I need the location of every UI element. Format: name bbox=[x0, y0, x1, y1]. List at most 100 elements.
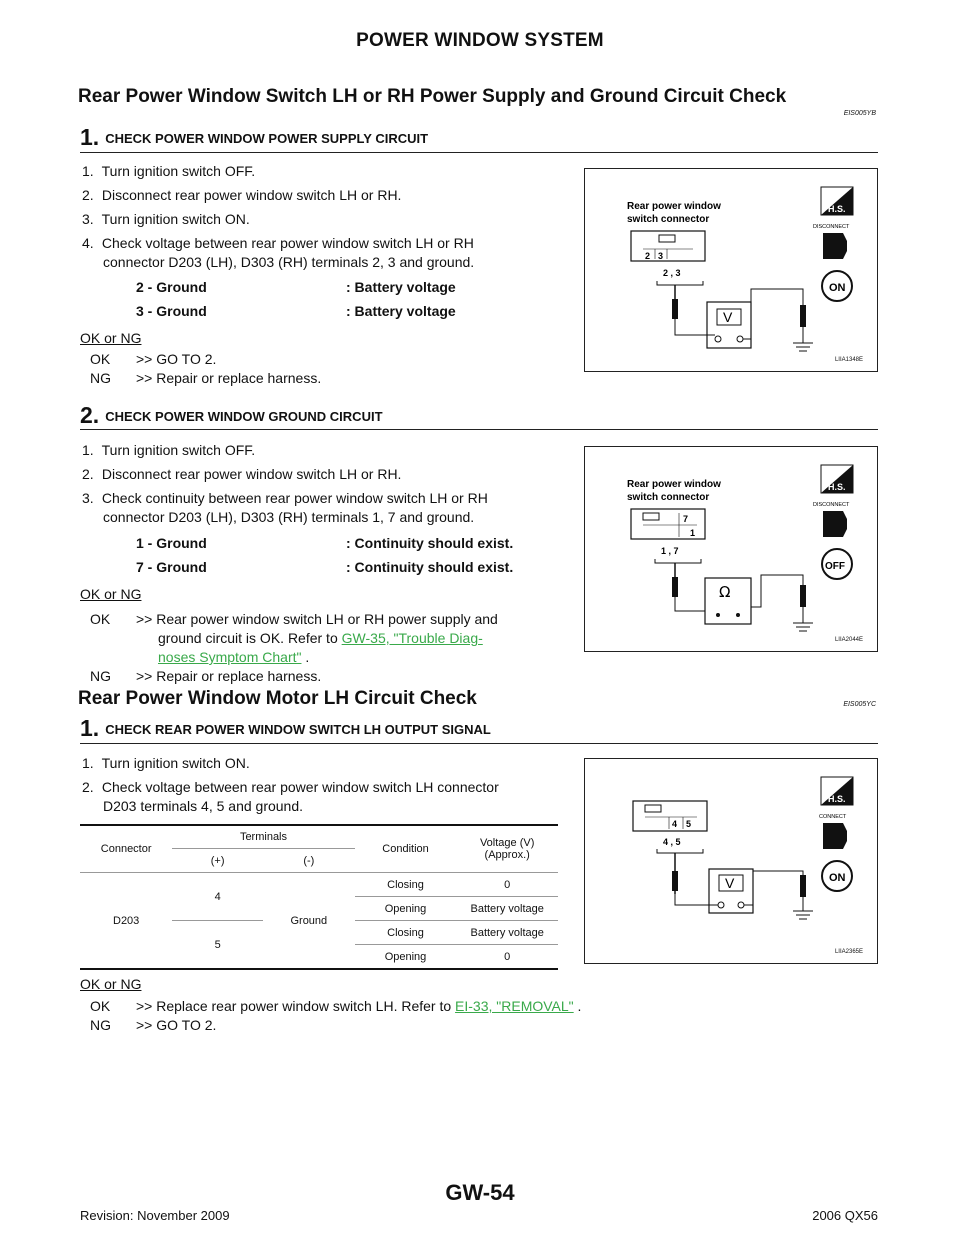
wiring-diagram: Rear power window switch connector 7 1 1… bbox=[627, 464, 854, 632]
divider bbox=[80, 429, 878, 430]
table-cell: D203 bbox=[113, 914, 140, 927]
svg-text:H.S.: H.S. bbox=[828, 482, 846, 492]
figure-code: LIIA2365E bbox=[834, 949, 863, 955]
trouble-diagnoses-link[interactable]: GW-35, "Trouble Diag- bbox=[341, 630, 483, 646]
spec-right: : Continuity should exist. bbox=[346, 535, 514, 551]
wiring-diagram: Rear power window switch connector 2 3 2… bbox=[627, 186, 854, 352]
list-item: 1. Turn ignition switch OFF. bbox=[82, 163, 256, 179]
svg-text:5: 5 bbox=[686, 819, 691, 829]
trouble-diagnoses-link-cont[interactable]: noses Symptom Chart" bbox=[158, 649, 302, 665]
step-number: 2. bbox=[80, 402, 100, 428]
table-cell: Opening bbox=[354, 896, 457, 921]
section-title: Rear Power Window Motor LH Circuit Check bbox=[78, 688, 477, 709]
spec-right: : Battery voltage bbox=[346, 303, 456, 319]
step-heading: 2. CHECK POWER WINDOW GROUND CIRCUIT bbox=[80, 402, 383, 429]
spec-left: 7 - Ground bbox=[136, 559, 207, 575]
section-title: Rear Power Window Switch LH or RH Power … bbox=[78, 86, 787, 107]
table-row: D203 4 Ground Closing 0 bbox=[80, 872, 558, 927]
section-code: EIS005YB bbox=[843, 110, 876, 117]
svg-text:CONNECT: CONNECT bbox=[819, 814, 847, 820]
wiring-diagram: 4 5 4 , 5 V H.S. CONNECT ON bbox=[632, 776, 854, 920]
step-heading: 1. CHECK REAR POWER WINDOW SWITCH LH OUTP… bbox=[80, 715, 491, 742]
spec-left: 2 - Ground bbox=[136, 279, 207, 295]
divider bbox=[80, 152, 878, 153]
list-item: 1. Turn ignition switch ON. bbox=[82, 755, 250, 771]
table-row: Opening Battery voltage bbox=[80, 896, 558, 921]
table-cell: 0 bbox=[456, 872, 558, 897]
table-cell: Opening bbox=[384, 950, 427, 963]
ok-ng-results: OK>> Rear power window switch LH or RH p… bbox=[90, 611, 498, 684]
step-number: 1. bbox=[80, 715, 100, 741]
ok-ng-results: OK>> GO TO 2. NG>> Repair or replace har… bbox=[90, 351, 322, 386]
step-title: CHECK POWER WINDOW GROUND CIRCUIT bbox=[105, 409, 383, 424]
removal-link[interactable]: EI-33, "REMOVAL" bbox=[455, 998, 574, 1014]
voltage-spec-table: Connector Terminals Condition Voltage (V… bbox=[80, 824, 558, 970]
figure-code: LIIA2044E bbox=[834, 637, 863, 643]
page-number: GW-54 bbox=[445, 1180, 515, 1205]
svg-text:Rear power window: Rear power window bbox=[627, 201, 721, 212]
svg-text:ON: ON bbox=[829, 872, 846, 884]
svg-text:2: 2 bbox=[645, 251, 650, 261]
ok-ng-label: OK or NG bbox=[80, 330, 142, 346]
table-header: Terminals bbox=[172, 825, 355, 849]
spec-right: : Battery voltage bbox=[346, 279, 456, 295]
svg-text:switch connector: switch connector bbox=[627, 492, 709, 503]
svg-text:4: 4 bbox=[672, 819, 677, 829]
svg-text:Rear power window: Rear power window bbox=[627, 479, 721, 490]
svg-text:switch connector: switch connector bbox=[627, 214, 709, 225]
svg-text:H.S.: H.S. bbox=[828, 204, 846, 214]
list-item: 4. Check voltage between rear power wind… bbox=[82, 235, 475, 270]
svg-text:7: 7 bbox=[683, 514, 688, 524]
list-item: 2. Check voltage between rear power wind… bbox=[82, 779, 499, 814]
ok-ng-results: OK>> Replace rear power window switch LH… bbox=[90, 998, 582, 1033]
table-header: Connector bbox=[80, 825, 173, 873]
list-item: 1. Turn ignition switch OFF. bbox=[82, 442, 256, 458]
spec-left: 1 - Ground bbox=[136, 535, 207, 551]
svg-text:ON: ON bbox=[829, 282, 846, 294]
spec-right: : Continuity should exist. bbox=[346, 559, 514, 575]
table-cell: Ground bbox=[290, 914, 328, 927]
ok-ng-label: OK or NG bbox=[80, 976, 142, 992]
connector-figure: Rear power window switch connector 7 1 1… bbox=[584, 446, 878, 652]
svg-text:DISCONNECT: DISCONNECT bbox=[813, 502, 850, 508]
table-cell: Closing bbox=[354, 920, 457, 945]
table-cell: Closing bbox=[354, 872, 457, 897]
table-header: (-) bbox=[262, 848, 355, 873]
step-title: CHECK REAR POWER WINDOW SWITCH LH OUTPUT… bbox=[105, 722, 491, 737]
model-year: 2006 QX56 bbox=[812, 1208, 878, 1223]
figure-code: LIIA1348E bbox=[834, 357, 863, 363]
divider bbox=[80, 743, 878, 744]
svg-text:1 , 7: 1 , 7 bbox=[661, 546, 679, 556]
table-header: Voltage (V)(Approx.) bbox=[456, 825, 558, 873]
ok-ng-label: OK or NG bbox=[80, 586, 142, 602]
table-header: Condition bbox=[354, 825, 457, 873]
page-header-title: POWER WINDOW SYSTEM bbox=[356, 30, 604, 51]
list-item: 3. Turn ignition switch ON. bbox=[82, 211, 250, 227]
section-code: EIS005YC bbox=[843, 701, 876, 708]
svg-text:Ω: Ω bbox=[719, 583, 730, 601]
svg-text:H.S.: H.S. bbox=[828, 794, 846, 804]
list-item: 2. Disconnect rear power window switch L… bbox=[82, 466, 402, 482]
svg-text:3: 3 bbox=[658, 251, 663, 261]
svg-text:OFF: OFF bbox=[825, 561, 845, 572]
svg-text:1: 1 bbox=[690, 528, 695, 538]
table-row: Opening 0 bbox=[80, 945, 558, 970]
step-heading: 1. CHECK POWER WINDOW POWER SUPPLY CIRCUI… bbox=[80, 124, 428, 151]
step-title: CHECK POWER WINDOW POWER SUPPLY CIRCUIT bbox=[105, 131, 429, 146]
revision-date: Revision: November 2009 bbox=[80, 1208, 230, 1223]
svg-text:V: V bbox=[723, 309, 733, 325]
connector-figure: Rear power window switch connector 2 3 2… bbox=[584, 168, 878, 372]
table-cell: Battery voltage bbox=[456, 896, 558, 921]
svg-text:2 , 3: 2 , 3 bbox=[663, 268, 681, 278]
table-cell: 4 bbox=[172, 872, 263, 921]
table-header: (+) bbox=[172, 848, 263, 873]
table-cell: 5 bbox=[214, 938, 221, 951]
svg-text:V: V bbox=[725, 875, 735, 891]
connector-figure: 4 5 4 , 5 V H.S. CONNECT ON LIIA2365E bbox=[584, 758, 878, 964]
table-row: 5 Closing Battery voltage bbox=[80, 920, 558, 951]
table-cell: 0 bbox=[504, 950, 511, 963]
svg-text:4 , 5: 4 , 5 bbox=[663, 837, 681, 847]
svg-text:DISCONNECT: DISCONNECT bbox=[813, 224, 850, 230]
step-number: 1. bbox=[80, 124, 100, 150]
table-cell: Battery voltage bbox=[456, 920, 558, 945]
